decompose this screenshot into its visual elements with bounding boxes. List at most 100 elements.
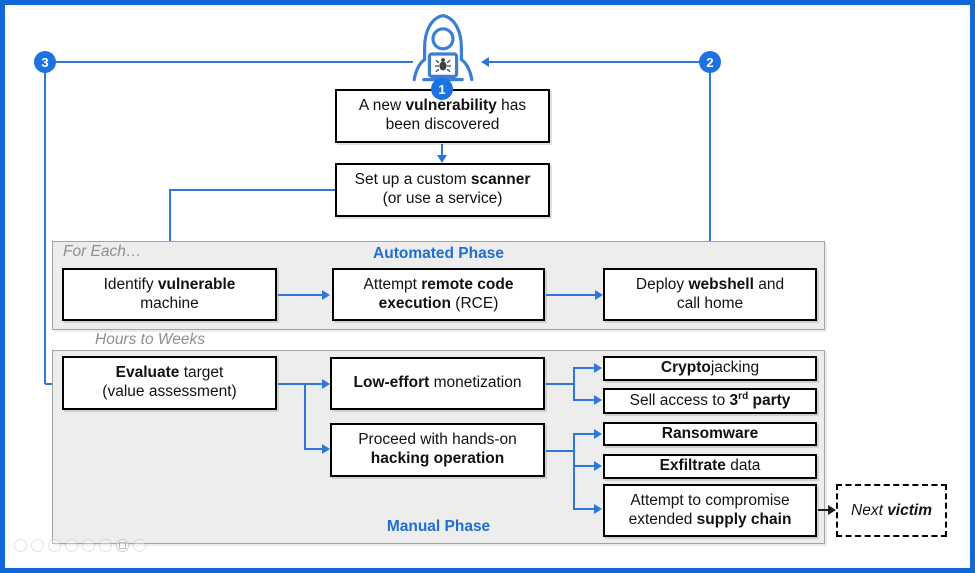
node-low-effort: Low-effort monetization	[330, 357, 545, 410]
recorder-button-6[interactable]	[99, 539, 112, 552]
connector-to-sell	[573, 399, 595, 402]
node-next-victim: Next victim	[836, 484, 947, 537]
badge-step-3: 3	[34, 51, 56, 73]
text-bold: webshell	[688, 275, 754, 293]
text: Next	[851, 501, 888, 519]
node-vulnerability-line2: been discovered	[385, 116, 500, 133]
text: target	[179, 364, 224, 382]
recorder-button-4[interactable]	[65, 539, 78, 552]
connector-proceed-junction	[573, 433, 576, 510]
label-for-each: For Each…	[63, 243, 142, 260]
connector-identify-to-rce	[278, 294, 324, 297]
text: Deploy	[635, 275, 689, 293]
recorder-button-5[interactable]	[82, 539, 95, 552]
recorder-stop-button[interactable]	[116, 539, 129, 552]
connector-hacker-to-badge3	[56, 61, 413, 64]
connector-badge2-to-hacker	[488, 61, 700, 64]
line1: Low-effort monetization	[354, 374, 522, 393]
text-bold: victim	[887, 501, 932, 519]
text-bold: Exfiltrate	[659, 457, 726, 475]
arrowhead-into-scanner	[437, 155, 447, 163]
bug-icon	[435, 58, 451, 73]
node-cryptojacking: Cryptojacking	[603, 356, 817, 381]
connector-to-ransomware	[573, 433, 595, 436]
text-superscript: rd	[738, 390, 749, 402]
line1: Sell access to 3rd party	[630, 391, 791, 411]
text: A new	[358, 97, 406, 115]
connector-loweffort-right	[546, 383, 575, 386]
recording-controls-overlay	[14, 539, 146, 552]
text: extended	[628, 510, 697, 528]
badge-step-1: 1	[431, 78, 453, 100]
connector-to-supplychain	[573, 508, 595, 511]
node-proceed-hacking: Proceed with hands-on hacking operation	[330, 423, 545, 477]
node-identify-vulnerable: Identify vulnerable machine	[62, 268, 277, 321]
text-bold: Low-effort	[353, 374, 430, 392]
line1: Cryptojacking	[661, 359, 759, 378]
recorder-button-3[interactable]	[48, 539, 61, 552]
text-bold: remote code	[421, 275, 514, 293]
node-sell-access: Sell access to 3rd party	[603, 388, 817, 414]
line2-bold: hacking operation	[370, 450, 505, 467]
text: data	[725, 457, 761, 475]
node-ransomware: Ransomware	[603, 422, 817, 446]
line2: machine	[140, 294, 199, 312]
line1: Attempt to compromise	[630, 491, 790, 509]
label-hours-to-weeks: Hours to Weeks	[95, 331, 205, 348]
text-bold: supply chain	[696, 510, 792, 528]
connector-to-crypto	[573, 367, 595, 370]
node-exfiltrate: Exfiltrate data	[603, 454, 817, 479]
node-vulnerability-line1: A new vulnerability has	[359, 97, 526, 116]
text-bold: vulnerable	[157, 275, 236, 293]
connector-branch-to-proceed	[304, 448, 324, 451]
line1: Deploy webshell and	[636, 276, 784, 295]
node-supply-chain: Attempt to compromise extended supply ch…	[603, 484, 817, 537]
hacker-icon	[412, 14, 474, 82]
text-bold: 3	[729, 392, 739, 410]
arrowhead-into-loweffort	[322, 379, 330, 389]
text-bold: Crypto	[660, 359, 711, 377]
recorder-button-8[interactable]	[133, 539, 146, 552]
arrowhead-into-proceed	[322, 444, 330, 454]
text-bold: execution	[378, 294, 451, 312]
arrowhead-into-rce	[322, 290, 330, 300]
node-rce: Attempt remote code execution (RCE)	[332, 268, 545, 321]
line2: extended supply chain	[629, 511, 792, 530]
text: Attempt	[363, 275, 422, 293]
recorder-button-2[interactable]	[31, 539, 44, 552]
label-manual-phase: Manual Phase	[386, 518, 491, 535]
text: has	[496, 97, 527, 115]
connector-badge3-down	[44, 72, 47, 384]
text: jacking	[710, 359, 760, 377]
connector-to-next-victim	[818, 509, 830, 512]
connector-evaluate-branch-down	[304, 383, 307, 450]
line1-bold: Ransomware	[661, 424, 759, 442]
connector-badge3-into-evaluate	[45, 383, 57, 386]
connector-vuln-to-scanner	[441, 144, 444, 156]
node-scanner-line1: Set up a custom scanner	[355, 171, 531, 190]
label-automated-phase: Automated Phase	[373, 245, 504, 262]
connector-loweffort-junction	[573, 367, 576, 401]
line2: execution (RCE)	[379, 295, 499, 314]
arrowhead-into-webshell	[595, 290, 603, 300]
connector-proceed-right	[546, 450, 575, 453]
arrowhead-into-crypto	[594, 363, 602, 373]
node-vulnerability: A new vulnerability has been discovered	[335, 89, 550, 143]
node-scanner: Set up a custom scanner (or use a servic…	[335, 163, 550, 217]
recorder-button-1[interactable]	[14, 539, 27, 552]
connector-to-exfiltrate	[573, 465, 595, 468]
connector-webshell-up-to-badge2	[709, 72, 712, 268]
text: monetization	[429, 374, 522, 392]
arrowhead-into-ransomware	[594, 429, 602, 439]
node-scanner-line2: (or use a service)	[382, 190, 503, 207]
line1: Next victim	[851, 502, 932, 520]
line2: (value assessment)	[102, 383, 237, 400]
arrowhead-into-sell	[594, 395, 602, 405]
connector-evaluate-right	[278, 383, 324, 386]
node-evaluate-target: Evaluate target (value assessment)	[62, 356, 277, 410]
connector-rce-to-webshell	[546, 294, 597, 297]
arrowhead-into-supplychain	[594, 504, 602, 514]
node-webshell: Deploy webshell and call home	[603, 268, 817, 321]
text-bold: party	[748, 392, 791, 410]
